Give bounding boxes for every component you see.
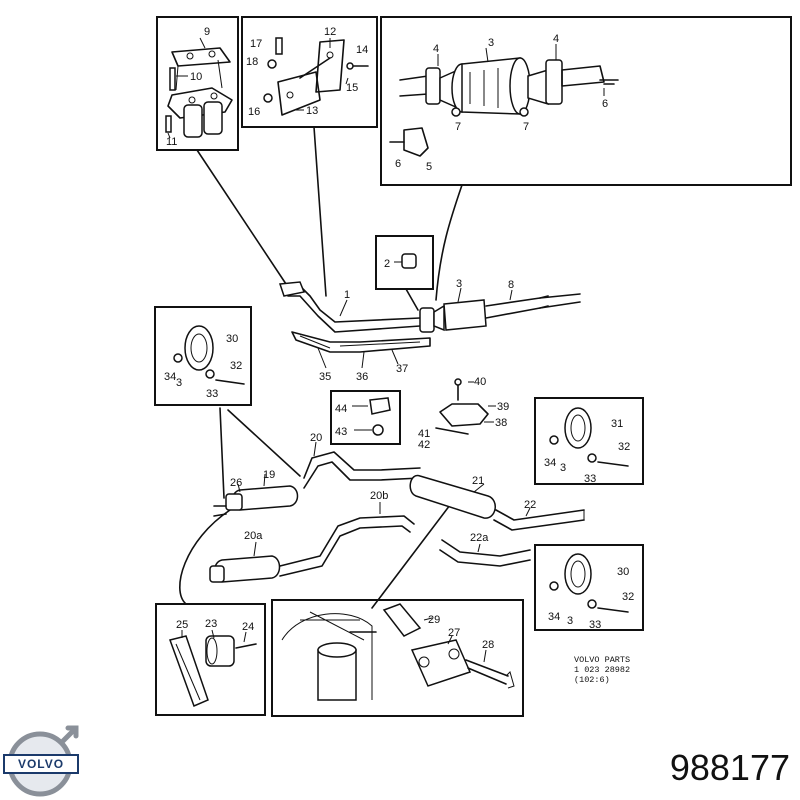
callout-44: 44 — [335, 403, 347, 415]
callout-30b: 30 — [617, 566, 629, 578]
callout-32c: 32 — [622, 591, 634, 603]
callout-3a: 3 — [488, 37, 494, 49]
detail-box-clamp-left: 30 32 34 3 33 — [154, 306, 252, 406]
callout-15: 15 — [346, 82, 358, 94]
part-number: 988177 — [670, 747, 790, 788]
callout-14: 14 — [356, 44, 368, 56]
callout-31: 31 — [611, 418, 623, 430]
callout-39: 39 — [497, 401, 509, 413]
callout-21: 21 — [472, 475, 484, 487]
callout-36: 36 — [356, 371, 368, 383]
callout-24: 24 — [242, 621, 254, 633]
intermediate-silencer-assembly: 19 26 20 — [213, 432, 421, 517]
callout-20: 20 — [310, 432, 322, 444]
callout-4a: 4 — [433, 43, 439, 55]
callout-34a: 34 — [164, 371, 176, 383]
front-exhaust-assembly: 1 3 8 — [278, 278, 581, 333]
hanger-assembly: 40 39 38 41 42 — [418, 376, 509, 451]
callout-25: 25 — [176, 619, 188, 631]
detail-box-clamp-right-lower: 30 32 34 3 33 — [534, 544, 644, 631]
callout-16: 16 — [248, 106, 260, 118]
callout-3e: 3 — [567, 615, 573, 627]
detail-box-manifold-gasket: 9 10 11 — [156, 16, 239, 151]
reference-line-2: 1 023 28982 — [574, 665, 630, 675]
rear-silencer-assembly: 21 22 — [409, 474, 585, 531]
volvo-logo: VOLVO — [3, 725, 79, 797]
detail-box-bushing: 2 — [375, 235, 434, 290]
callout-34b: 34 — [544, 457, 556, 469]
callout-6b: 6 — [395, 158, 401, 170]
callout-37: 37 — [396, 363, 408, 375]
heat-shields: 35 36 37 — [291, 331, 431, 383]
callout-12: 12 — [324, 26, 336, 38]
callout-10: 10 — [190, 71, 202, 83]
callout-9: 9 — [204, 26, 210, 38]
callout-4b: 4 — [553, 33, 559, 45]
callout-13: 13 — [306, 105, 318, 117]
callout-43: 43 — [335, 426, 347, 438]
callout-29: 29 — [428, 614, 440, 626]
callout-7a: 7 — [455, 121, 461, 133]
brand-wordmark: VOLVO — [18, 757, 64, 771]
reference-note: VOLVO PARTS 1 023 28982 (102:6) — [574, 655, 630, 685]
detail-box-rear-mounting: 29 27 28 — [271, 599, 524, 717]
callout-33b: 33 — [584, 473, 596, 485]
leader-lines — [178, 126, 463, 609]
callout-2: 2 — [384, 258, 390, 270]
callout-18: 18 — [246, 56, 258, 68]
callout-41: 41 — [418, 428, 430, 440]
callout-42: 42 — [418, 439, 430, 451]
callout-23: 23 — [205, 618, 217, 630]
callout-33a: 33 — [206, 388, 218, 400]
detail-box-catalytic-converter: 4 3 4 6 7 7 6 5 — [380, 16, 792, 186]
callout-22a: 22a — [470, 532, 489, 544]
callout-5: 5 — [426, 161, 432, 173]
detail-box-clamp-right-upper: 31 32 34 3 33 — [534, 397, 644, 485]
callout-22: 22 — [524, 499, 536, 511]
callout-27: 27 — [448, 627, 460, 639]
callout-1: 1 — [344, 289, 350, 301]
callout-20b: 20b — [370, 490, 388, 502]
callout-11: 11 — [166, 136, 177, 148]
callout-3d: 3 — [560, 462, 566, 474]
callout-3b: 3 — [456, 278, 462, 290]
callout-26: 26 — [230, 477, 242, 489]
callout-28: 28 — [482, 639, 494, 651]
callout-35: 35 — [319, 371, 331, 383]
callout-17: 17 — [250, 38, 262, 50]
callout-6a: 6 — [602, 98, 608, 110]
detail-box-fixings: 44 43 — [330, 390, 401, 445]
callout-32a: 32 — [230, 360, 242, 372]
reference-line-1: VOLVO PARTS — [574, 655, 630, 665]
callout-3c: 3 — [176, 377, 182, 389]
detail-box-hanger-bracket: 12 13 14 15 16 17 18 — [241, 16, 378, 128]
callout-33c: 33 — [589, 619, 601, 631]
callout-40: 40 — [474, 376, 486, 388]
callout-7b: 7 — [523, 121, 529, 133]
reference-line-3: (102:6) — [574, 675, 610, 685]
detail-box-rubber-mount: 25 23 24 — [155, 603, 266, 716]
alternative-pipes: 20b 20a 22a — [209, 490, 531, 583]
callout-34c: 34 — [548, 611, 560, 623]
callout-20a: 20a — [244, 530, 263, 542]
callout-32b: 32 — [618, 441, 630, 453]
callout-19: 19 — [263, 469, 275, 481]
callout-8: 8 — [508, 279, 514, 291]
callout-38: 38 — [495, 417, 507, 429]
callout-30a: 30 — [226, 333, 238, 345]
